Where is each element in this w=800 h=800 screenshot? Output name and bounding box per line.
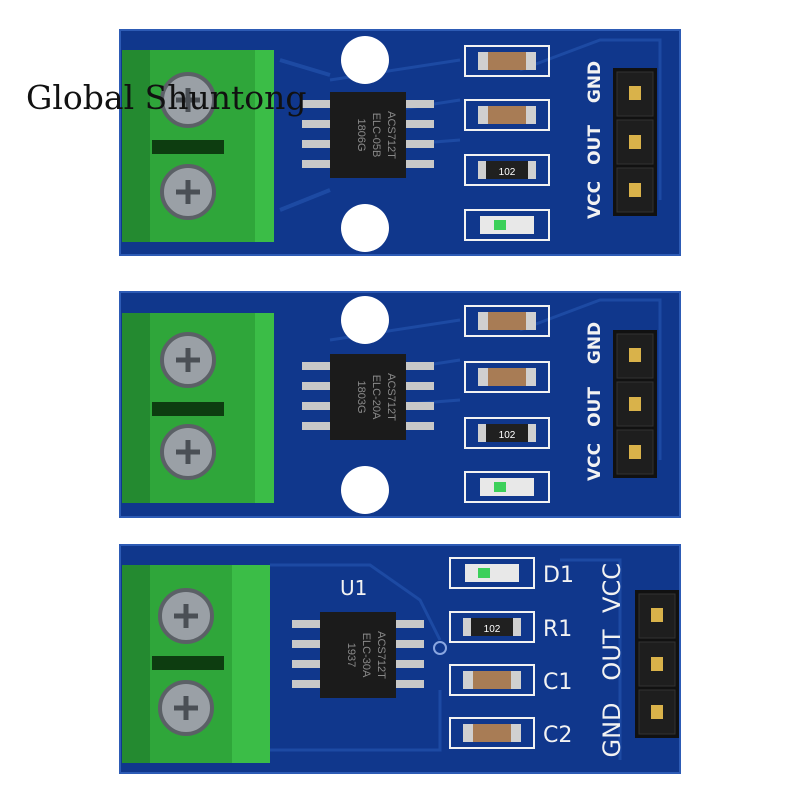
chip-marking-line: ACS712T <box>375 631 387 679</box>
pin-header <box>613 68 657 216</box>
board-3: U1 ACS712T ELC-30A 1937 102 <box>119 544 681 774</box>
part-label-d1: D1 <box>543 563 574 588</box>
chip-marking-line: ELC-30A <box>360 633 372 678</box>
mounting-hole <box>341 466 389 514</box>
pin-label-gnd: GND <box>585 61 605 103</box>
pin-label-out: OUT <box>598 629 626 680</box>
component-pads: 102 <box>464 45 550 241</box>
watermark-text: Global Shuntong <box>26 78 307 117</box>
acs712-chip: ACS712T ELC-05B 1806G <box>302 92 434 178</box>
pin-label-gnd: GND <box>585 322 605 364</box>
pin-label-gnd: GND <box>598 702 626 757</box>
resistor-marking: 102 <box>484 624 501 635</box>
pin-label-out: OUT <box>585 387 605 427</box>
mounting-hole <box>341 36 389 84</box>
acs712-chip: ACS712T ELC-30A 1937 <box>292 612 424 698</box>
part-label-c1: C1 <box>543 670 572 695</box>
board-1: ACS712T ELC-05B 1806G 102 GND OUT VCC <box>119 29 681 256</box>
board-2: ACS712T ELC-20A 1803G 102 GND OUT VCC <box>119 291 681 518</box>
chip-marking-line: 1806G <box>355 118 367 151</box>
chip-marking-line: ELC-20A <box>370 375 382 420</box>
resistor-marking: 102 <box>499 167 516 178</box>
chip-marking-line: ACS712T <box>385 111 397 159</box>
pin-label-vcc: VCC <box>585 181 605 219</box>
pin-label-out: OUT <box>585 125 605 165</box>
part-label-r1: R1 <box>543 617 572 642</box>
resistor-marking: 102 <box>499 430 516 441</box>
chip-marking-line: 1803G <box>355 380 367 413</box>
chip-marking-line: 1937 <box>345 643 357 667</box>
pin-header <box>635 590 679 738</box>
mounting-hole <box>341 296 389 344</box>
chip-marking-line: ELC-05B <box>370 113 382 158</box>
acs712-chip: ACS712T ELC-20A 1803G <box>302 354 434 440</box>
mounting-hole <box>341 204 389 252</box>
chip-marking-line: ACS712T <box>385 373 397 421</box>
screw-terminal <box>122 50 274 242</box>
chip-designator: U1 <box>340 576 367 600</box>
screw-terminal <box>122 565 270 763</box>
pin-label-vcc: VCC <box>585 443 605 481</box>
pin-header <box>613 330 657 478</box>
part-label-c2: C2 <box>543 723 572 748</box>
screw-terminal <box>122 313 274 503</box>
component-pads: 102 <box>464 305 550 503</box>
pin-label-vcc: VCC <box>598 563 626 613</box>
component-pads: 102 <box>449 557 535 749</box>
